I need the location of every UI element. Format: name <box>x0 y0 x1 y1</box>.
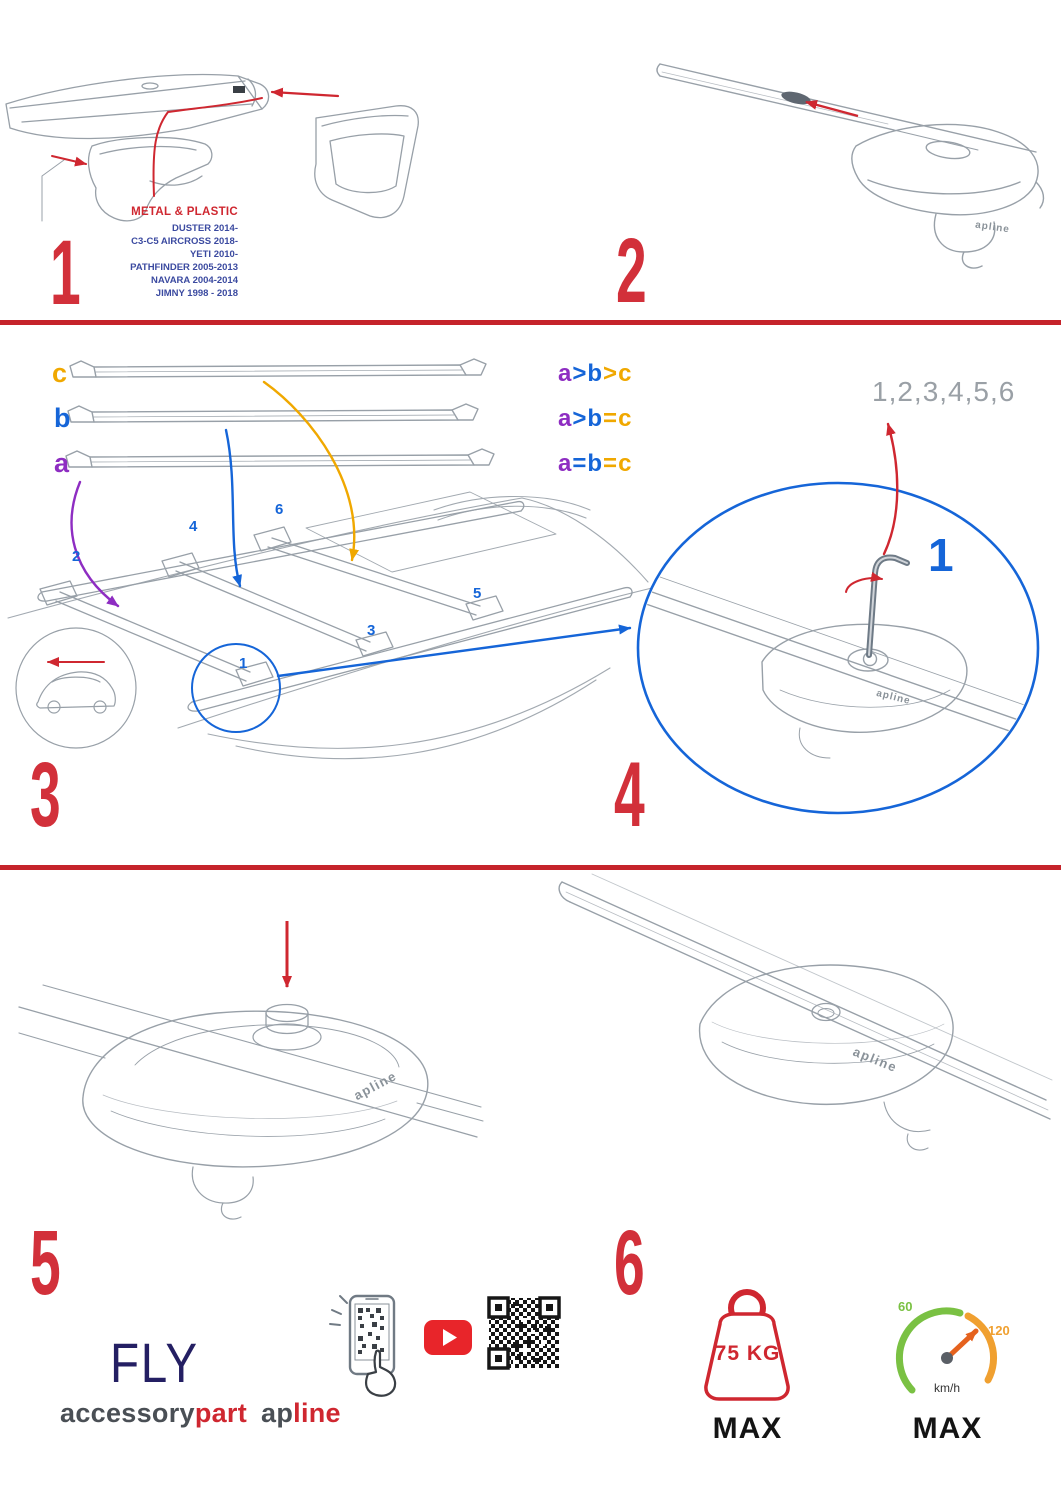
legend-row-3: a=b=c <box>558 450 633 477</box>
youtube-play-triangle <box>443 1329 457 1346</box>
roof-position-6: 6 <box>275 501 284 518</box>
weight-max-label: MAX <box>712 1412 783 1445</box>
plastic-cover <box>314 105 419 219</box>
weight-limit-icon <box>704 1289 790 1401</box>
roof-position-3: 3 <box>367 622 376 639</box>
qr-finder-patterns <box>487 1296 561 1370</box>
roof-position-4: 4 <box>189 518 198 535</box>
position-1-highlight-circle <box>191 643 281 733</box>
crossbar-tube <box>659 63 1037 153</box>
roof-rails <box>37 500 633 712</box>
rack-foot <box>851 123 1039 216</box>
model-item: YETI 2010- <box>189 249 238 260</box>
red-contour-line <box>152 97 263 197</box>
bar-slot <box>781 91 811 105</box>
logo-tag <box>233 86 245 93</box>
speed-unit-label: km/h <box>933 1381 960 1395</box>
car-direction-inset <box>15 627 137 749</box>
cap-hole <box>811 1002 841 1022</box>
bar-label-a: a <box>54 448 70 478</box>
material-label: METAL & PLASTIC <box>131 206 238 218</box>
step-3-number: 3 <box>30 744 61 846</box>
brand-part-word: part <box>194 1398 248 1428</box>
mounted-foot-drawing <box>558 873 1053 1151</box>
rack-foot <box>698 964 954 1106</box>
model-list: DUSTER 2014- C3-C5 AIRCROSS 2018- YETI 2… <box>110 222 238 300</box>
model-item: PATHFINDER 2005-2013 <box>130 262 238 273</box>
product-name: FLY <box>110 1331 199 1394</box>
clamp-arrow <box>51 155 87 167</box>
speed-high-label: 120 <box>988 1323 1010 1338</box>
key-rotation-arrow <box>845 572 883 593</box>
cover-insert-arrow <box>270 87 340 98</box>
legend-row-2: a>b=c <box>558 405 633 432</box>
clamp-hook <box>933 213 996 253</box>
speed-low-label: 60 <box>898 1299 913 1314</box>
qr-code <box>487 1296 561 1370</box>
bar-slide-in-drawing <box>656 63 1045 269</box>
bar-a-position-arrow <box>70 480 120 608</box>
brand-accessory: accessory <box>60 1398 195 1428</box>
pointing-hand-icon <box>365 1349 397 1397</box>
step-4-number: 4 <box>614 744 645 846</box>
zoom-first-step-label: 1 <box>928 529 954 581</box>
sequence-arrow <box>882 422 899 556</box>
step-2-number: 2 <box>616 220 647 322</box>
model-item: DUSTER 2014- <box>172 223 238 234</box>
brand-ap: ap <box>261 1398 294 1428</box>
step-1-number: 1 <box>50 222 81 324</box>
zoom-leader-arrow <box>276 624 632 678</box>
bar-label-b: b <box>54 403 71 433</box>
bar-b-position-arrow <box>224 428 242 588</box>
step-6-number: 6 <box>614 1212 645 1314</box>
crossbar-a <box>65 448 495 468</box>
roof-position-1: 1 <box>239 655 248 672</box>
model-item: JIMNY 1998 - 2018 <box>155 288 238 299</box>
bar-c-position-arrow <box>262 380 359 562</box>
roof-position-2: 2 <box>72 548 81 565</box>
cap-install-drawing <box>18 921 484 1220</box>
roof-overview-drawing <box>7 358 1040 815</box>
step-5-number: 5 <box>30 1212 61 1314</box>
roof-position-5: 5 <box>473 585 482 602</box>
zoom-circle <box>636 481 1040 815</box>
speed-max-label: MAX <box>912 1412 983 1445</box>
clamp-zoom <box>645 576 1031 759</box>
rack-foot <box>82 1010 429 1168</box>
model-item: NAVARA 2004-2014 <box>151 275 238 286</box>
crossbar-end-profile <box>5 73 270 140</box>
slide-in-arrow <box>805 100 859 118</box>
section-divider-top <box>0 320 1061 325</box>
youtube-icon <box>424 1320 472 1355</box>
phone-scan-icon <box>329 1294 397 1397</box>
brand-line-word: line <box>293 1398 341 1428</box>
car-roof <box>7 491 653 760</box>
speed-limit-icon <box>895 1307 998 1394</box>
section-divider-bottom <box>0 865 1061 870</box>
tightening-sequence-label: 1,2,3,4,5,6 <box>872 376 1016 407</box>
bar-end-exploded-drawing <box>5 73 419 222</box>
crossbar-c <box>69 358 487 378</box>
clamp-hook <box>87 136 213 222</box>
weight-value: 75 KG <box>714 1342 781 1365</box>
legend-row-1: a>b>c <box>558 360 633 387</box>
mounted-crossbars <box>39 526 504 687</box>
bar-label-c: c <box>52 358 68 388</box>
model-item: C3-C5 AIRCROSS 2018- <box>131 236 238 247</box>
crossbar-b <box>67 403 479 423</box>
